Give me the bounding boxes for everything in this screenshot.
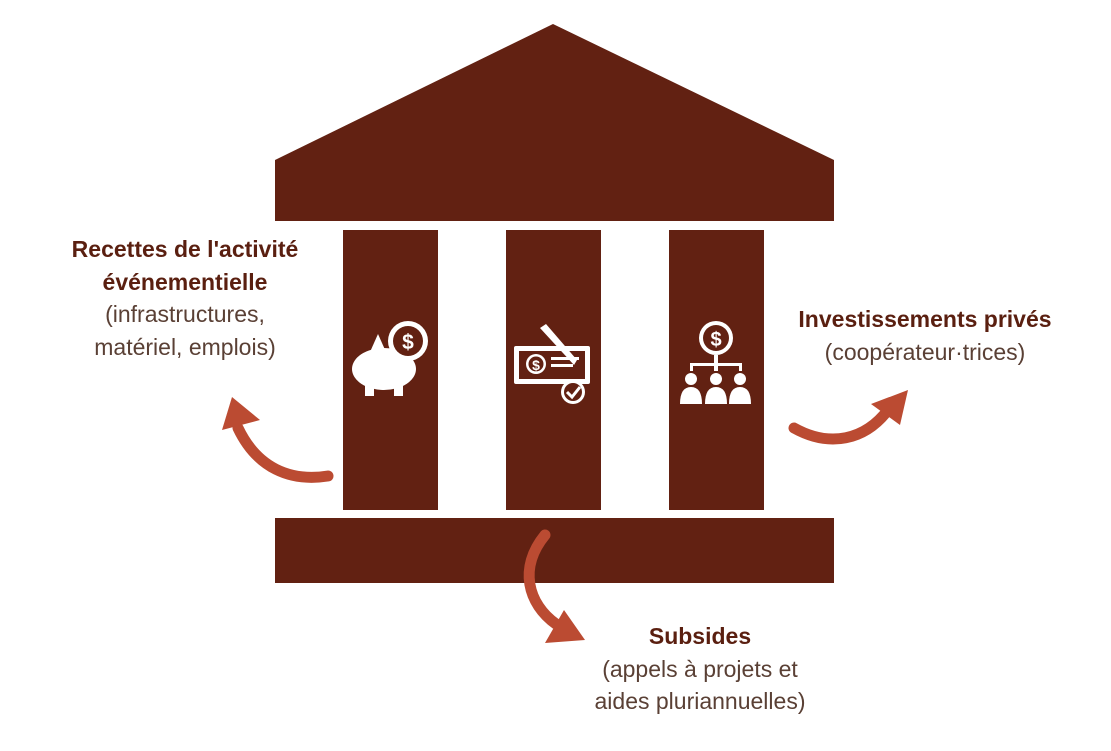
label-private-investment: Investissements privés (coopérateur·tric… <box>770 303 1080 368</box>
label-right-sub-line1: (coopérateur·trices) <box>824 338 1026 365</box>
arrow-right <box>788 390 908 445</box>
label-bottom-title-line1: Subsides <box>648 623 752 649</box>
signed-cheque-icon: $ <box>514 324 590 404</box>
label-right-title-line1: Investissements privés <box>798 306 1052 332</box>
svg-text:$: $ <box>532 357 540 373</box>
label-bottom-sub-line1: (appels à projets et <box>602 655 798 682</box>
label-bottom-sub-line2: aides pluriannuelles) <box>594 688 806 715</box>
svg-text:$: $ <box>402 331 414 354</box>
building-base <box>275 518 834 583</box>
label-left-title-line1: Recettes de l'activité <box>71 236 299 262</box>
building-roof <box>275 24 834 221</box>
label-left-sub-line2: matériel, emplois) <box>94 333 276 360</box>
label-left-sub-line1: (infrastructures, <box>105 301 265 328</box>
svg-text:$: $ <box>710 329 721 351</box>
arrow-bottom <box>523 529 585 643</box>
dollar-network-people-icon: $ <box>680 321 751 404</box>
label-event-revenue: Recettes de l'activité événementielle (i… <box>20 233 350 364</box>
piggy-bank-dollar-icon: $ <box>352 321 428 396</box>
label-subsidies: Subsides (appels à projets et aides plur… <box>540 620 860 718</box>
label-left-title-line2: événementielle <box>102 268 268 295</box>
arrow-left <box>222 397 334 483</box>
